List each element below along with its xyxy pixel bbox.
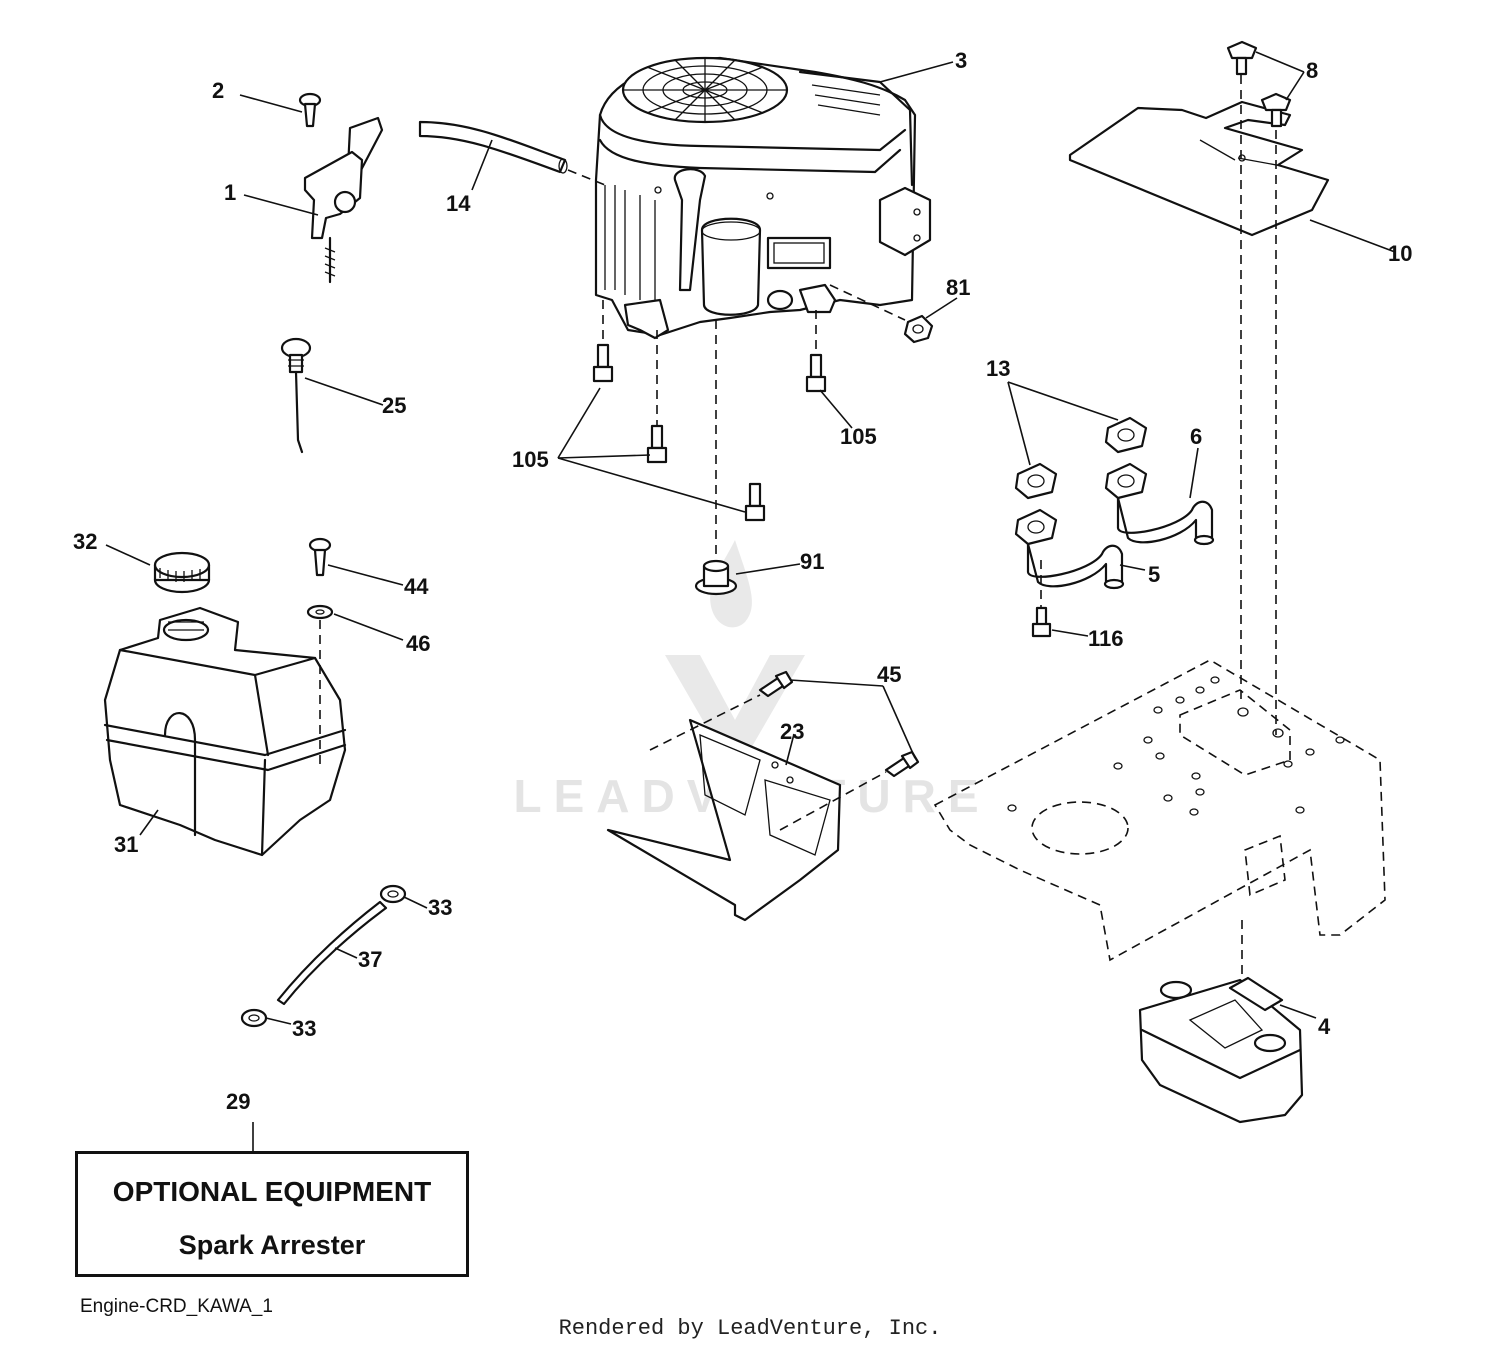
fuel-tank[interactable] (103, 606, 347, 857)
callout-13: 13 (986, 356, 1010, 381)
optional-equipment-title: OPTIONAL EQUIPMENT (112, 1176, 432, 1207)
plate-bolt-upper[interactable] (758, 670, 794, 698)
callout-10: 10 (1388, 241, 1412, 266)
exhaust-gasket-lower[interactable] (1014, 462, 1058, 500)
callout-labels: 2 1 3 4 5 6 8 10 13 14 23 25 29 31 32 33… (73, 48, 1412, 1114)
callout-105-right: 105 (840, 424, 877, 449)
callout-23: 23 (780, 719, 804, 744)
callout-31: 31 (114, 832, 138, 857)
tank-screw[interactable] (308, 537, 332, 577)
engine-nut[interactable] (903, 314, 934, 344)
leader-lines (105, 51, 1396, 1151)
heat-shield[interactable] (1068, 100, 1330, 237)
callout-81: 81 (946, 275, 970, 300)
callout-8: 8 (1306, 58, 1318, 83)
callout-3: 3 (955, 48, 967, 73)
choke-cable[interactable] (280, 337, 312, 454)
watermark-v-icon (665, 655, 805, 750)
exhaust-pipe-right[interactable] (1104, 462, 1215, 546)
callout-44: 44 (404, 574, 429, 599)
exhaust-gasket-upper[interactable] (1104, 416, 1148, 454)
callout-29: 29 (226, 1089, 250, 1114)
callout-116: 116 (1088, 626, 1124, 651)
exhaust-pipe-left[interactable] (1014, 508, 1125, 590)
tractor-frame (933, 659, 1386, 962)
callout-1: 1 (224, 180, 236, 205)
callout-25: 25 (382, 393, 406, 418)
callout-33-upper: 33 (428, 895, 452, 920)
shield-screw-left[interactable] (1226, 40, 1258, 76)
callout-32: 32 (73, 529, 97, 554)
muffler[interactable] (1138, 976, 1304, 1124)
callout-105-left: 105 (512, 447, 549, 472)
breather-hose[interactable] (418, 120, 567, 174)
fuel-line[interactable] (276, 900, 388, 1006)
screw[interactable] (298, 92, 322, 128)
engine-mount-bolt-lower[interactable] (744, 482, 766, 522)
shield-screw-right[interactable] (1260, 92, 1292, 128)
engine-mount-bolt-center[interactable] (646, 424, 668, 464)
footer-credit: Rendered by LeadVenture, Inc. (558, 1316, 942, 1341)
callout-14: 14 (446, 191, 471, 216)
engine-mount-bolt-left[interactable] (592, 343, 614, 383)
callout-37: 37 (358, 947, 382, 972)
callout-45: 45 (877, 662, 901, 687)
engine[interactable] (594, 56, 932, 340)
optional-equipment-box: OPTIONAL EQUIPMENT Spark Arrester (75, 1151, 469, 1277)
callout-2: 2 (212, 78, 224, 103)
engine-mount-bolt-right[interactable] (805, 353, 827, 393)
tank-washer[interactable] (306, 604, 334, 620)
throttle-control[interactable] (303, 116, 384, 284)
diagram-id: Engine-CRD_KAWA_1 (80, 1296, 273, 1317)
callout-46: 46 (406, 631, 430, 656)
hose-clamp-lower[interactable] (240, 1008, 268, 1028)
callout-4: 4 (1318, 1014, 1331, 1039)
callout-5: 5 (1148, 562, 1160, 587)
callout-6: 6 (1190, 424, 1202, 449)
spacer-bushing[interactable] (694, 559, 738, 596)
optional-equipment-subtitle: Spark Arrester (178, 1230, 366, 1260)
callout-91: 91 (800, 549, 824, 574)
fuel-cap[interactable] (153, 551, 211, 594)
hose-clamp-upper[interactable] (379, 884, 407, 904)
engine-mount-plate[interactable] (606, 718, 842, 922)
callout-33-lower: 33 (292, 1016, 316, 1041)
exhaust-bolt[interactable] (1031, 606, 1052, 638)
